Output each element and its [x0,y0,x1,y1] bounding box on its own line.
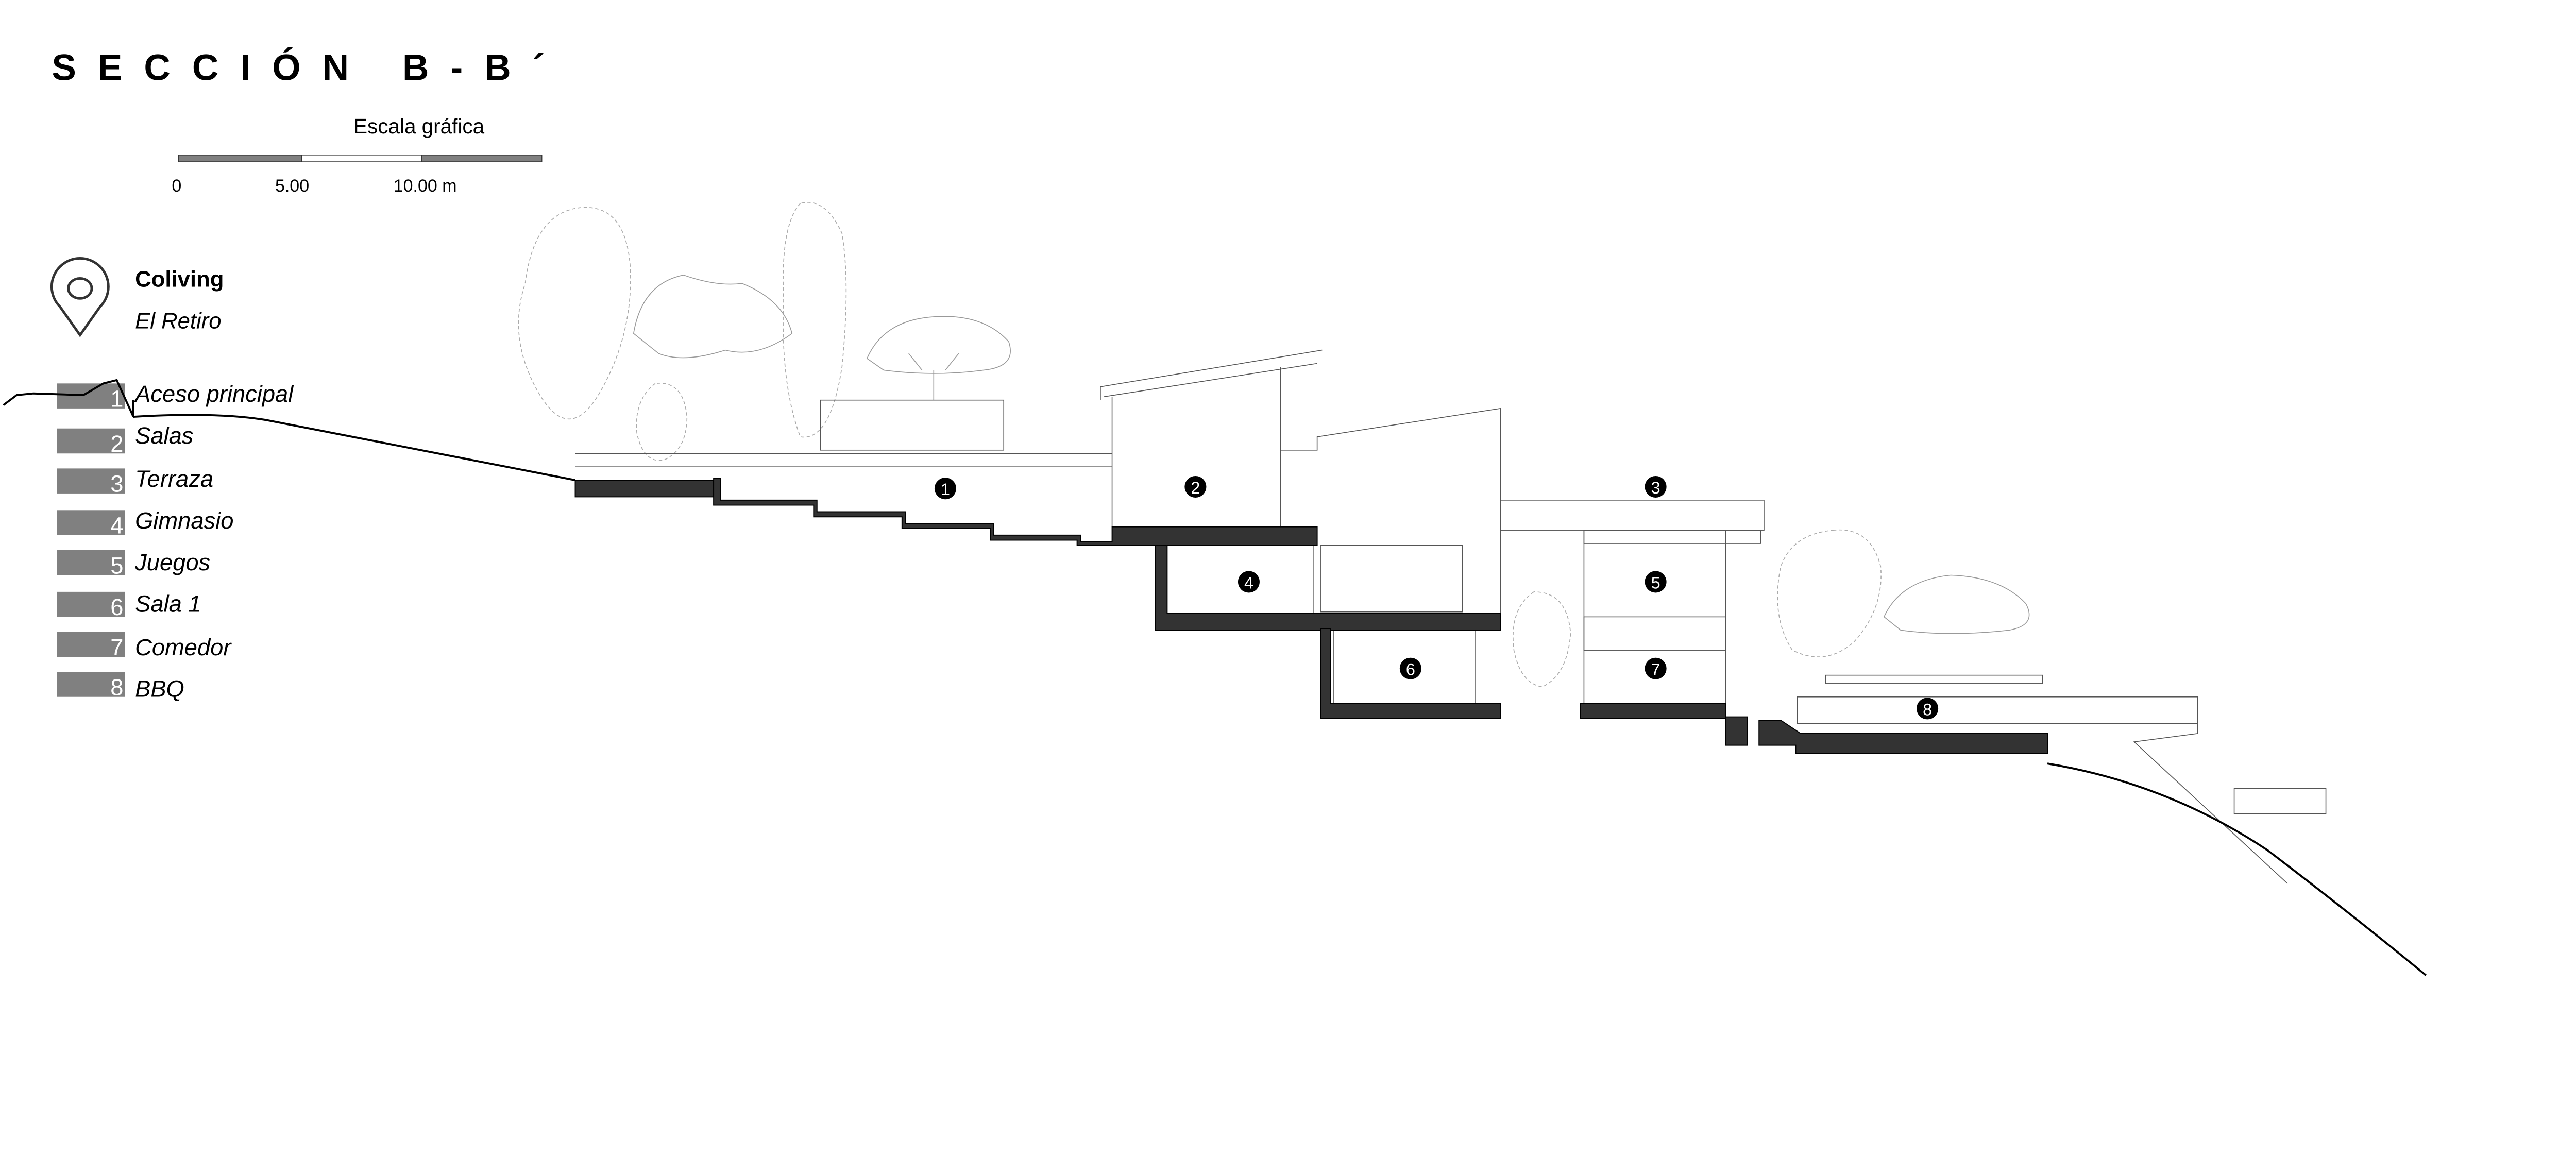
svg-text:3: 3 [1651,479,1660,497]
legend-item: 3 Terraza [57,466,213,497]
room-marker-3: 3 [1645,475,1667,498]
project-name: Coliving [135,267,224,292]
building-outlines [575,349,2327,884]
scale-tick: 5.00 [275,176,309,196]
legend-item: 5 Juegos [57,549,210,579]
legend-number: 6 [110,594,123,620]
legend-label: Salas [135,422,193,449]
legend-number: 7 [110,634,123,660]
room-marker-1: 1 [934,478,956,500]
room-marker-5: 5 [1645,571,1667,593]
scale-segment [421,155,543,162]
legend-label: Aceso principal [133,381,294,407]
legend-number: 4 [110,513,123,539]
room-marker-2: 2 [1184,475,1207,498]
legend-item: 7 Comedor [57,632,232,660]
legend-label: Juegos [134,549,210,575]
legend-number: 8 [110,674,123,701]
section-slabs [574,478,2048,754]
legend-label: Comedor [135,634,232,660]
section-title: SECCIÓN B-B´ [52,47,566,88]
room-marker-8: 8 [1917,698,1939,720]
legend-item: 6 Sala 1 [57,591,201,620]
tree-outlines [518,202,2030,688]
legend-item: 8 BBQ [57,672,184,702]
room-markers: 1 2 3 4 5 6 7 8 [934,475,1939,720]
project-location: El Retiro [135,309,221,334]
svg-text:1: 1 [941,480,950,499]
scale-segment [301,155,422,162]
legend-number: 5 [110,552,123,579]
room-marker-4: 4 [1238,571,1260,593]
svg-text:7: 7 [1651,660,1660,679]
legend-number: 3 [110,471,123,497]
section-drawing: SECCIÓN B-B´ Escala gráfica 0 5.00 10.00… [3,47,2427,976]
svg-text:4: 4 [1244,573,1253,592]
legend-label: Sala 1 [135,591,201,617]
map-pin-icon [50,257,110,337]
legend-label: BBQ [135,676,184,702]
terrain-line [3,379,2427,976]
room-marker-6: 6 [1399,657,1421,679]
svg-text:5: 5 [1651,573,1660,592]
svg-text:2: 2 [1191,479,1200,497]
legend-number: 2 [110,431,123,457]
scale-tick: 10.00 m [394,176,457,196]
graphic-scale: Escala gráfica 0 5.00 10.00 m [172,114,543,196]
legend-label: Gimnasio [135,507,233,534]
room-marker-7: 7 [1645,657,1667,679]
svg-text:6: 6 [1406,660,1415,679]
svg-text:8: 8 [1923,700,1932,719]
legend-item: 2 Salas [57,422,193,457]
scale-tick: 0 [172,176,181,196]
legend-label: Terraza [135,466,213,492]
scale-segment [178,155,302,162]
scale-label: Escala gráfica [353,114,484,138]
legend-item: 4 Gimnasio [57,507,233,539]
